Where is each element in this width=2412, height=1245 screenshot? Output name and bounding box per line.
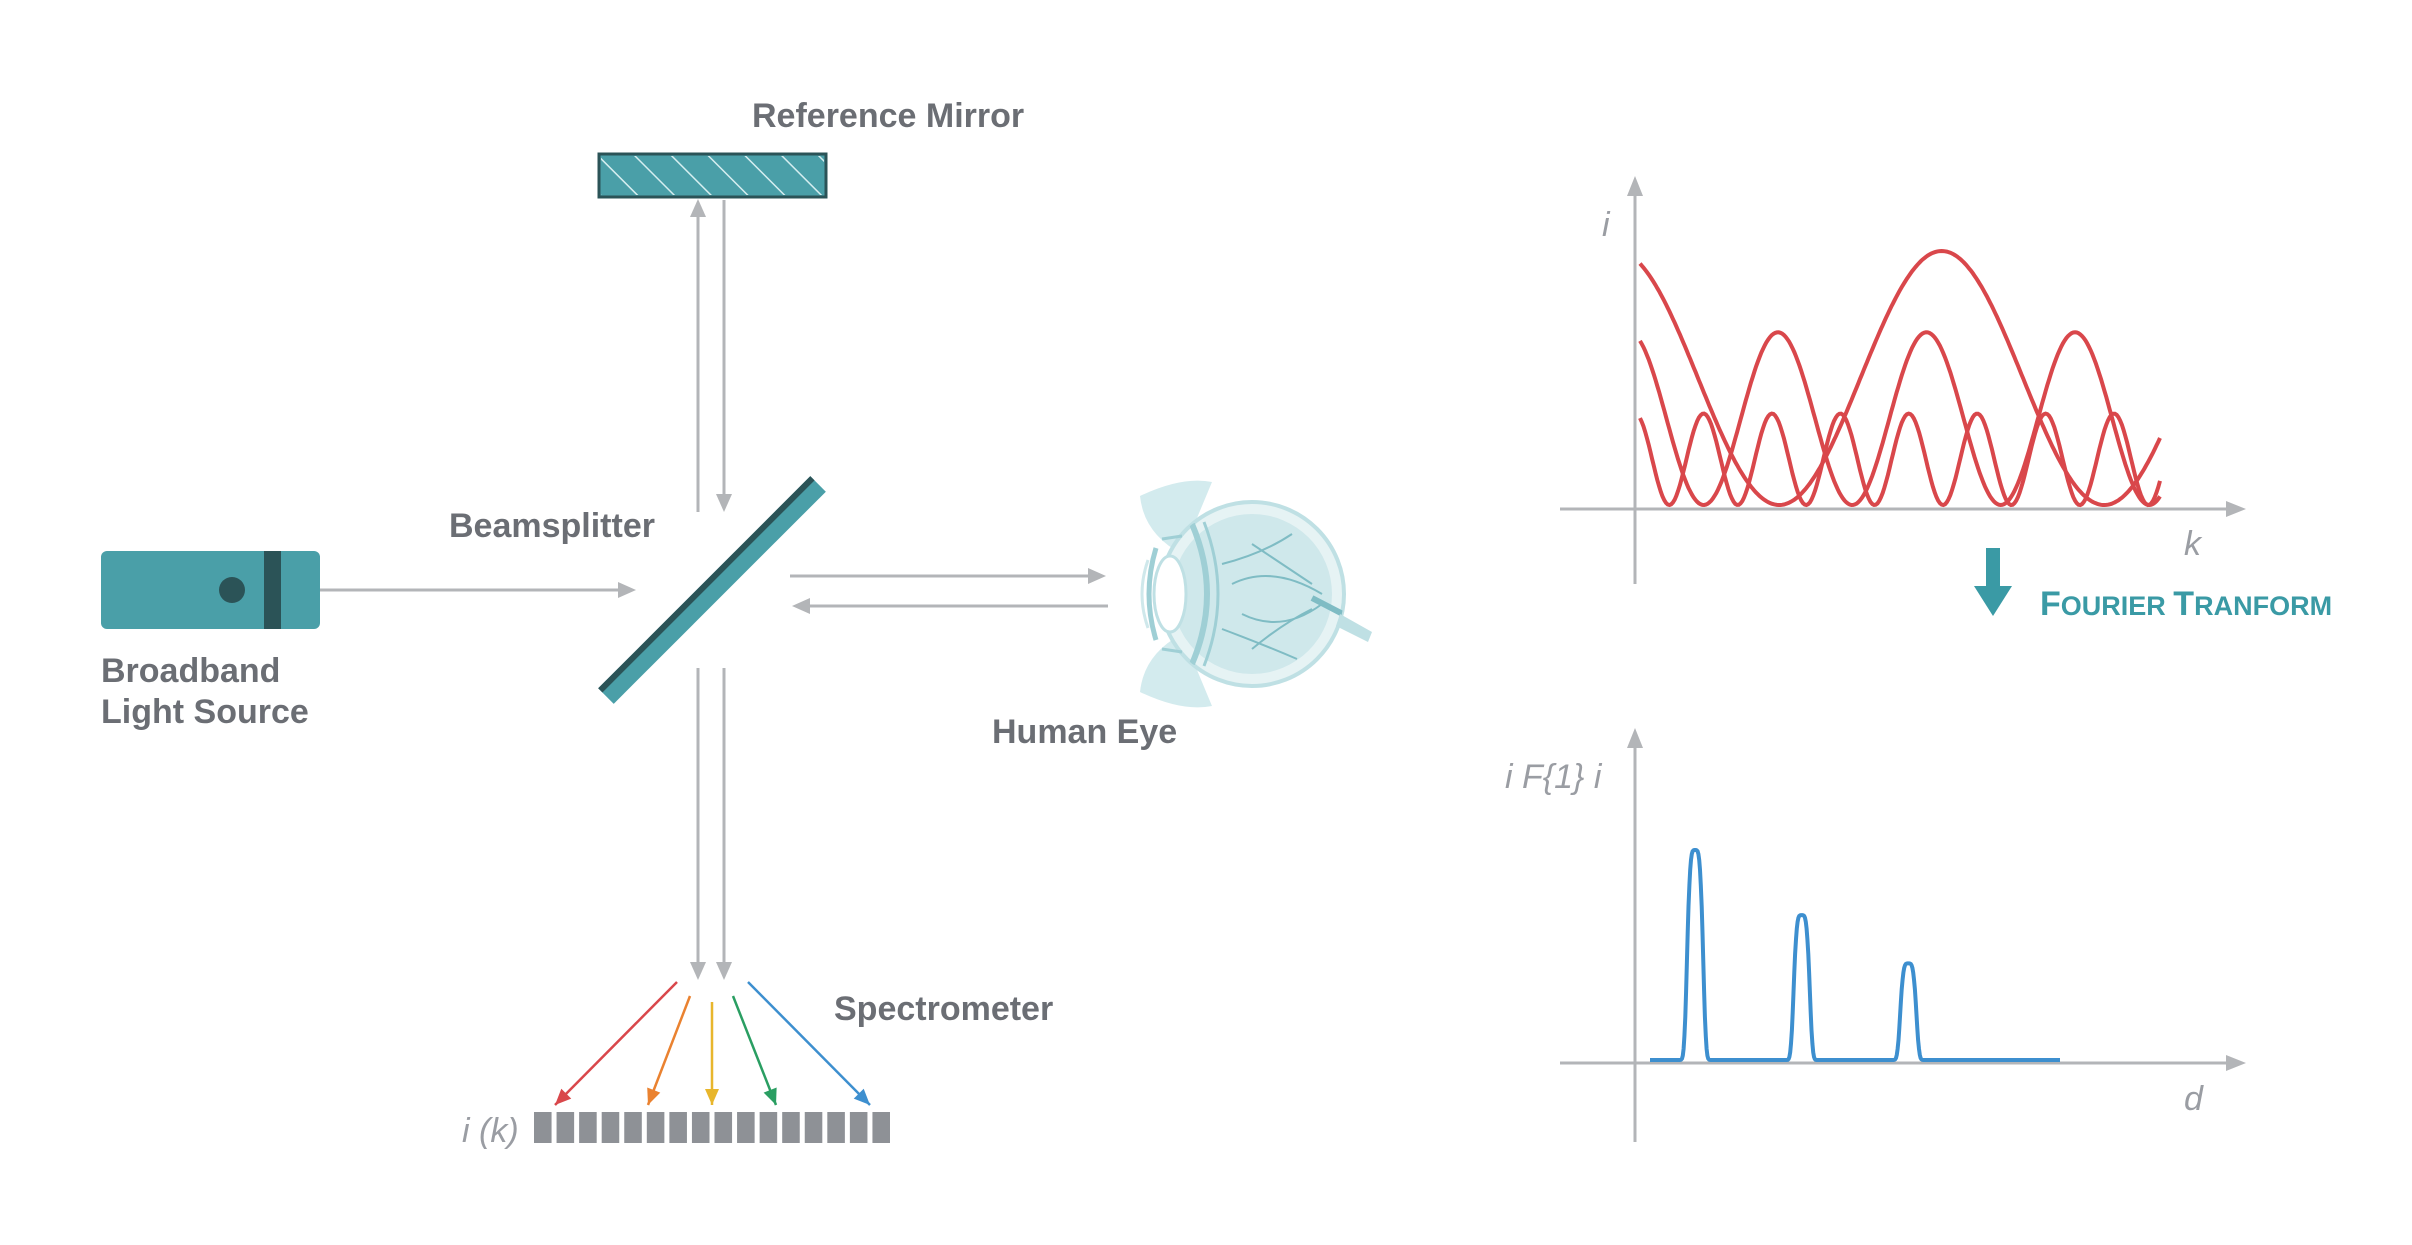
beam-to-mirror-arrows xyxy=(690,199,732,512)
spectrometer-ray-arrowhead xyxy=(705,1089,719,1105)
spectrometer-rays xyxy=(554,981,871,1106)
detector-pixel xyxy=(579,1112,597,1143)
interference-series-line xyxy=(1638,330,2162,508)
detector-pixel xyxy=(646,1112,665,1143)
human-eye-icon xyxy=(1140,480,1372,708)
fourier-transform-rest-1: OURIER xyxy=(2061,591,2174,621)
detector-pixel xyxy=(624,1112,642,1143)
reference-mirror-label: Reference Mirror xyxy=(752,97,1024,135)
interference-series-line xyxy=(1638,248,2162,507)
depth-profile-chart-xlabel: d xyxy=(2184,1080,2204,1118)
detector-pixel xyxy=(759,1112,778,1143)
detector-pixel xyxy=(691,1112,710,1143)
light-source-label: Broadband Light Source xyxy=(101,652,309,731)
interference-chart-axes xyxy=(1560,176,2246,584)
detector-pixel xyxy=(827,1112,845,1143)
fourier-transform-cap-t: T xyxy=(2173,585,2194,623)
interference-chart-xlabel: k xyxy=(2184,525,2203,563)
detector-pixel xyxy=(849,1112,868,1143)
broadband-light-source-icon xyxy=(101,551,320,629)
depth-profile-chart-axes xyxy=(1560,728,2246,1142)
detector-signal-label: i (k) xyxy=(462,1112,519,1150)
detector-pixel xyxy=(804,1112,823,1143)
spectrometer-ray-arrowhead xyxy=(763,1087,777,1105)
interference-chart: i k xyxy=(1560,176,2246,584)
interference-chart-series xyxy=(1638,248,2162,508)
human-eye-label: Human Eye xyxy=(992,713,1177,751)
depth-profile-chart: i F{1} i d xyxy=(1505,728,2246,1142)
detector-pixel xyxy=(714,1112,733,1143)
detector-pixel xyxy=(782,1112,800,1143)
detector-pixel xyxy=(556,1112,575,1143)
spectrometer-beam-arrows xyxy=(690,668,732,980)
detector-pixel xyxy=(669,1112,687,1143)
beamsplitter-label: Beamsplitter xyxy=(449,507,655,545)
detector-pixel xyxy=(534,1112,552,1143)
spectrometer-ray-arrowhead xyxy=(647,1087,661,1105)
interference-chart-ylabel: i xyxy=(1602,206,1611,244)
spectrometer-ray-arrowhead xyxy=(555,1088,572,1105)
detector-pixel xyxy=(872,1112,890,1143)
depth-profile-chart-series xyxy=(1650,848,2060,1062)
beamsplitter-icon xyxy=(598,476,826,704)
light-source-label-line2: Light Source xyxy=(101,693,309,731)
arrow-down-icon xyxy=(1974,548,2012,616)
spectrometer-ray xyxy=(731,995,778,1106)
spectrometer-ray xyxy=(646,995,692,1106)
fourier-transform-rest-2: RANFORM xyxy=(2194,591,2332,621)
eye-beam-arrows xyxy=(790,568,1108,614)
depth-profile-chart-ylabel: i F{1} i xyxy=(1505,758,1603,796)
spectrometer-ray-arrowhead xyxy=(853,1088,870,1105)
fourier-transform-cap-f: F xyxy=(2040,585,2061,623)
light-source-label-line1: Broadband xyxy=(101,652,280,690)
detector-array-icon xyxy=(534,1112,890,1143)
spectrometer-ray xyxy=(554,981,678,1106)
reference-mirror-icon xyxy=(597,152,828,199)
interference-series-line xyxy=(1638,411,2162,508)
detector-pixel xyxy=(737,1112,755,1143)
fourier-transform-label: FOURIER TRANFORM xyxy=(2040,585,2332,623)
spectrometer-ray xyxy=(747,981,871,1106)
source-beam-arrow xyxy=(320,582,636,598)
spectrometer-label: Spectrometer xyxy=(834,990,1053,1028)
detector-pixel xyxy=(601,1112,620,1143)
